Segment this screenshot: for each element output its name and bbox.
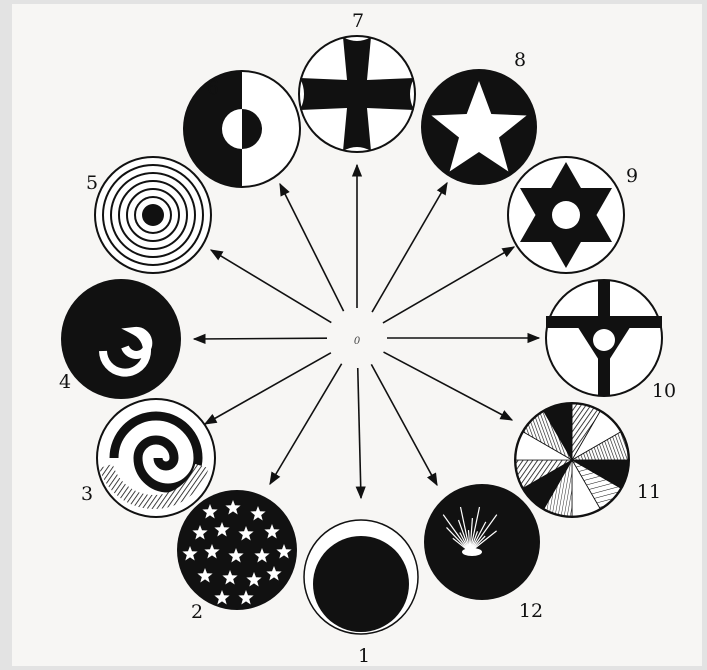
label-9: 9 xyxy=(626,165,638,187)
node-7-cross-icon xyxy=(299,36,415,152)
label-10: 10 xyxy=(652,380,676,402)
node-12-burst-icon xyxy=(424,484,540,600)
label-1: 1 xyxy=(358,645,370,667)
arrow-to-node-4 xyxy=(194,338,327,339)
label-11: 11 xyxy=(637,481,661,503)
label-12: 12 xyxy=(519,600,543,622)
node-2-stars-icon xyxy=(177,490,297,610)
node-6-half-circle-dot-icon xyxy=(184,71,300,187)
node-3-spiral-hatched-icon xyxy=(97,399,215,517)
arrow-to-node-6 xyxy=(280,184,344,311)
label-6: 6 xyxy=(207,77,219,99)
label-2: 2 xyxy=(191,601,203,623)
node-5-concentric-rings-icon xyxy=(95,157,211,273)
arrow-to-node-1 xyxy=(358,368,361,498)
node-10-triangle-cross-icon xyxy=(546,280,662,396)
label-4: 4 xyxy=(59,371,71,393)
node-8-star-icon xyxy=(421,69,537,185)
center-label: 0 xyxy=(354,336,361,347)
node-11-sectors-icon xyxy=(515,403,629,517)
node-4-spiral-solid-icon xyxy=(61,279,181,399)
label-7: 7 xyxy=(352,10,364,32)
label-5: 5 xyxy=(86,172,98,194)
arrow-to-node-11 xyxy=(384,352,512,420)
arrow-to-node-5 xyxy=(211,250,331,323)
node-9-hexagram-icon xyxy=(508,157,624,273)
label-8: 8 xyxy=(514,49,526,71)
label-3: 3 xyxy=(81,483,93,505)
arrow-to-node-12 xyxy=(371,364,437,485)
node-1-eclipse-icon xyxy=(304,520,418,634)
arrows-group xyxy=(194,165,539,498)
